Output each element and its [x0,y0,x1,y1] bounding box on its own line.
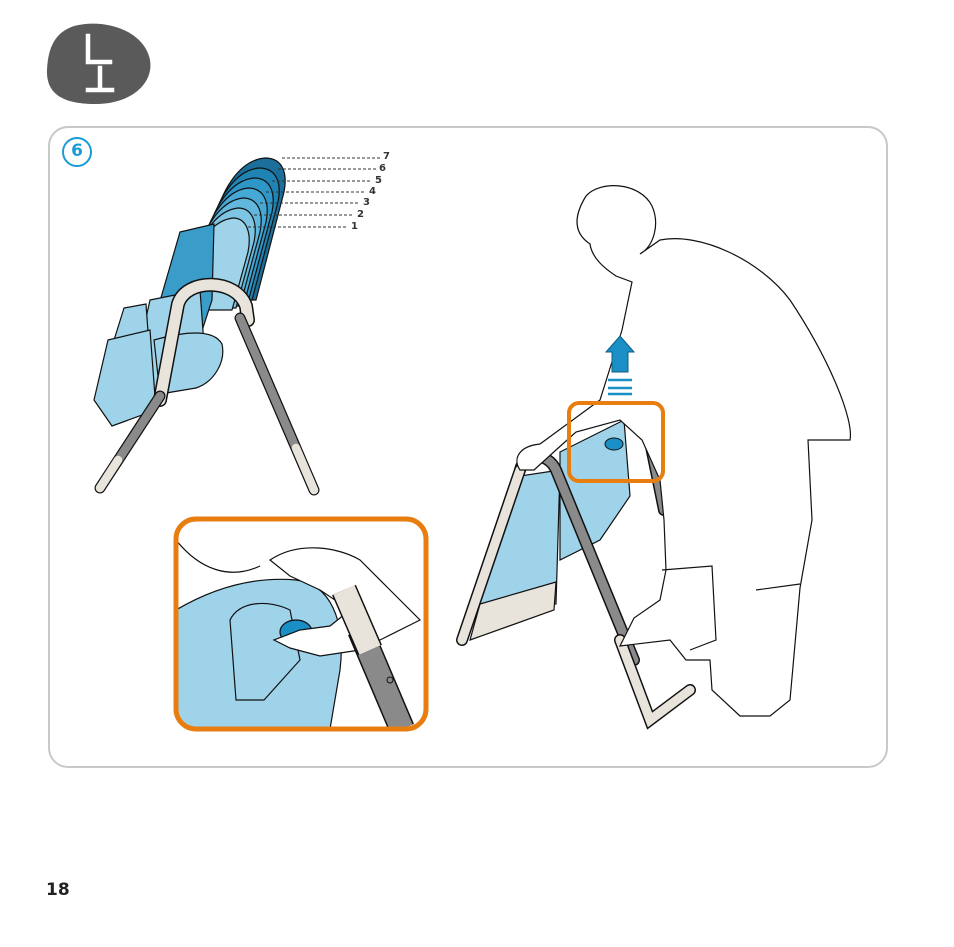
recline-level-label: 2 [357,210,364,220]
recline-level-label: 1 [351,222,358,232]
handle-detail-inset [176,519,426,729]
person-adjusting-illustration [462,186,850,720]
recline-level-label: 7 [383,152,390,162]
recline-level-label: 5 [375,176,382,186]
recline-level-label: 3 [363,198,370,208]
recline-level-label: 6 [379,164,386,174]
recline-level-label: 4 [369,187,376,197]
recline-chair-illustration [94,158,380,490]
page-number: 18 [46,880,70,900]
